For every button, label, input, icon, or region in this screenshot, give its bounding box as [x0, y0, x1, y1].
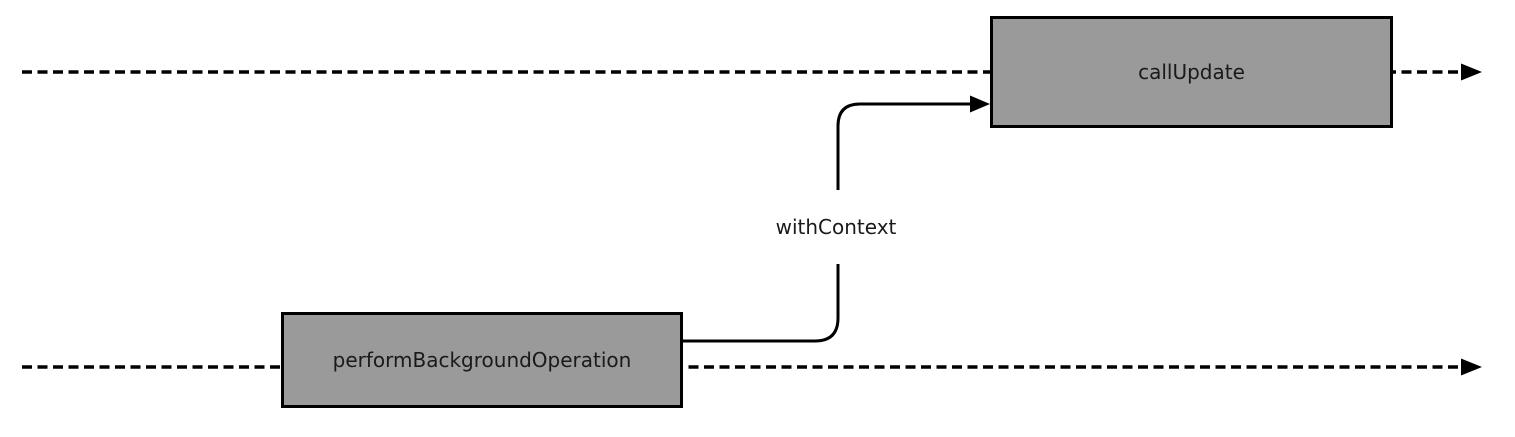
node-performbackgroundoperation[interactable]: performBackgroundOperation [281, 312, 683, 408]
edge-withcontext-label-text: withContext [775, 215, 897, 239]
bottom-timeline-arrowhead-icon [1461, 358, 1482, 376]
node-callupdate[interactable]: callUpdate [990, 16, 1393, 128]
bottom-timeline [22, 358, 1482, 376]
edge-withcontext-label: withContext [762, 190, 910, 264]
top-timeline-arrowhead-icon [1461, 63, 1482, 81]
edge-withcontext-arrowhead-icon [970, 95, 990, 113]
node-callupdate-label: callUpdate [1138, 60, 1245, 84]
node-performbackgroundoperation-label: performBackgroundOperation [332, 348, 632, 372]
